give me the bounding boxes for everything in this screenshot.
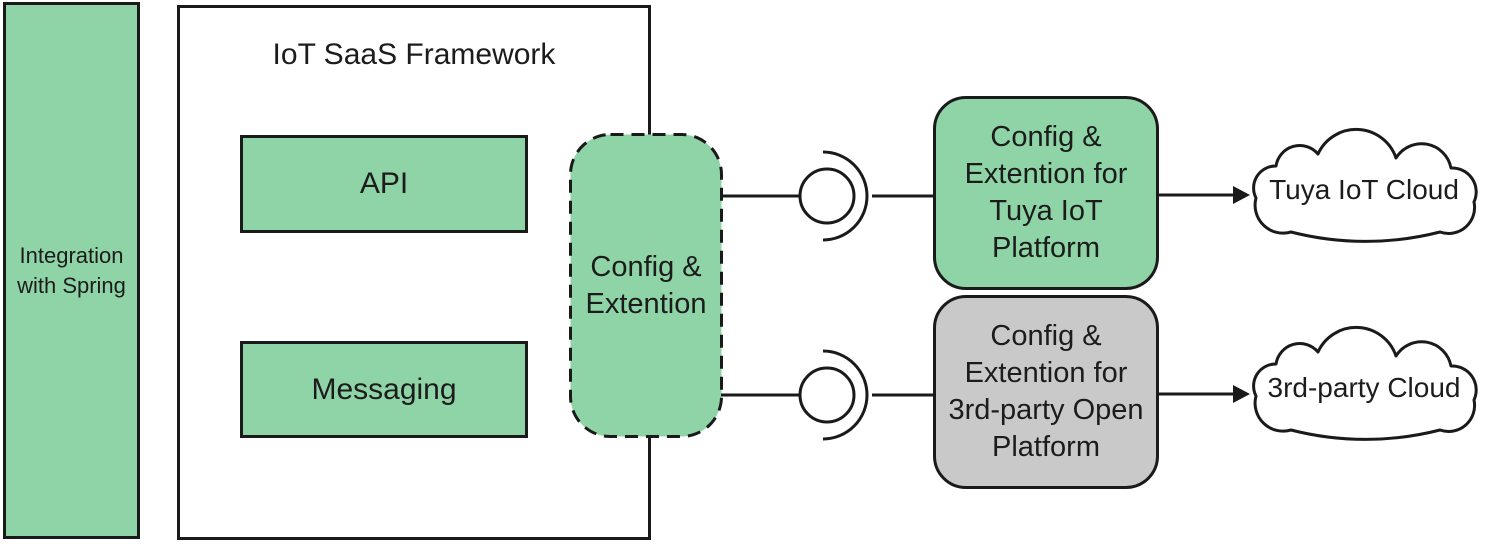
integration-with-spring-label: Integration with Spring <box>17 242 126 298</box>
messaging-module-label: Messaging <box>311 372 457 406</box>
tuya-adapter-box: Config & Extention for Tuya IoT Platform <box>933 96 1159 290</box>
tuya-cloud-label: Tuya IoT Cloud <box>1269 174 1459 205</box>
interface-connector-top-icon <box>721 150 934 242</box>
arrowhead-icon <box>1233 385 1250 403</box>
arrow-to-tuya-cloud <box>1158 186 1250 204</box>
tuya-adapter-label: Config & Extention for Tuya IoT Platform <box>964 121 1128 264</box>
api-module-label: API <box>359 167 409 200</box>
tuya-cloud-shape <box>1252 127 1478 243</box>
config-extension-label: Config & Extention <box>585 250 707 320</box>
integration-with-spring-bar: Integration with Spring <box>3 2 140 539</box>
third-party-cloud-shape <box>1252 325 1478 441</box>
api-module-box: API <box>240 135 528 233</box>
config-extension-dashed-box <box>569 133 723 438</box>
interface-connector-bottom-icon <box>721 349 934 441</box>
framework-title: IoT SaaS Framework <box>272 38 556 71</box>
third-party-adapter-label: Config & Extention for 3rd-party Open Pl… <box>948 320 1144 463</box>
config-extension-box: Config & Extention <box>569 133 723 438</box>
third-party-cloud-label: 3rd-party Cloud <box>1267 372 1461 403</box>
messaging-module-box: Messaging <box>240 341 528 438</box>
arrow-to-third-party-cloud <box>1158 385 1250 403</box>
third-party-adapter-box: Config & Extention for 3rd-party Open Pl… <box>933 295 1159 489</box>
arrowhead-icon <box>1233 186 1250 204</box>
